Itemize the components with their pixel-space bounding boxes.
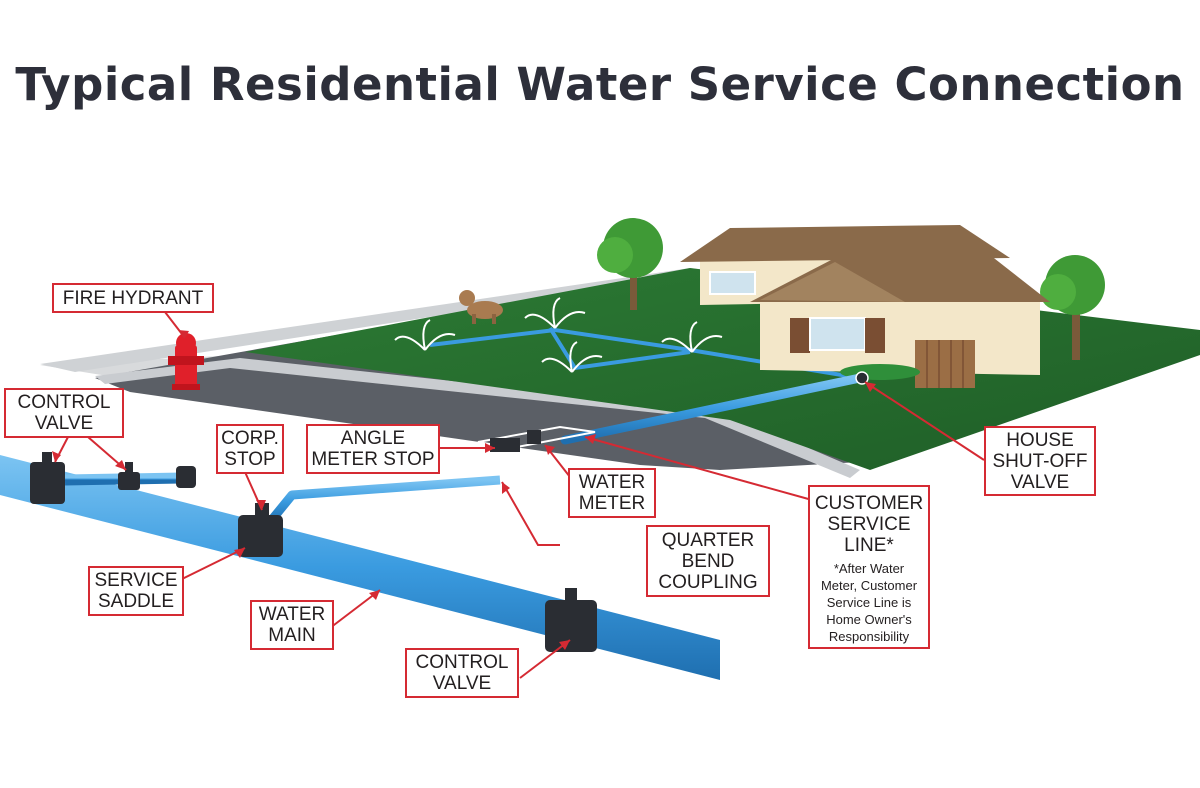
- fire-hydrant-icon: [168, 333, 204, 390]
- fire-hydrant-label: FIRE HYDRANT: [52, 283, 214, 313]
- leader-arrowheads: [52, 330, 876, 650]
- sprinkler-line: [429, 327, 691, 352]
- house-shutoff-valve-icon: [855, 371, 869, 385]
- house-front: [750, 255, 1050, 388]
- sidewalk-strip: [40, 268, 720, 372]
- sprinkler-icon: [394, 297, 723, 373]
- control-valve-bottom-icon: [545, 588, 597, 652]
- page-title: Typical Residential Water Service Connec…: [15, 58, 1185, 111]
- control-valve-left-label: CONTROL VALVE: [4, 388, 124, 438]
- control-valve-icon: [30, 452, 65, 504]
- water-meter-label: WATER METER: [568, 468, 656, 518]
- control-valve-branch-icon: [118, 462, 140, 490]
- service-saddle-label: SERVICE SADDLE: [88, 566, 184, 616]
- meter-box: [477, 425, 596, 452]
- elbow-fitting: [176, 466, 196, 488]
- service-line-pipe: [266, 475, 501, 525]
- angle-meter-stop-label: ANGLE METER STOP: [306, 424, 440, 474]
- quarter-bend-coupling-label: QUARTER BEND COUPLING: [646, 525, 770, 597]
- service-saddle-icon: [238, 503, 283, 557]
- customer-service-pipe: [560, 373, 865, 445]
- corp-stop-label: CORP. STOP: [216, 424, 284, 474]
- house-shutoff-valve-label: HOUSE SHUT-OFF VALVE: [984, 426, 1096, 496]
- customer-service-line-label: CUSTOMER SERVICE LINE* *After Water Mete…: [808, 485, 930, 649]
- customer-service-note: *After Water Meter, Customer Service Lin…: [820, 561, 918, 644]
- control-valve-bottom-label: CONTROL VALVE: [405, 648, 519, 698]
- tree-icon-right: [1040, 255, 1105, 360]
- dog-icon: [459, 290, 503, 324]
- water-main-label: WATER MAIN: [250, 600, 334, 650]
- leader-lines: [54, 311, 985, 679]
- water-main-pipe: [0, 455, 720, 680]
- curb: [95, 358, 860, 478]
- tree-icon: [597, 218, 663, 310]
